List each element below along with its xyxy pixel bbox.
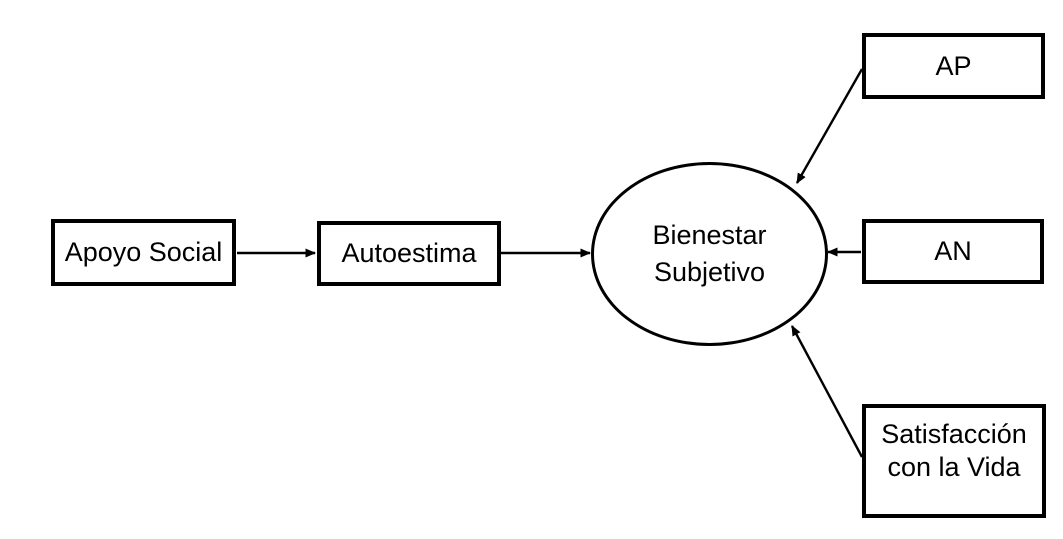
node-satisfaccion-con-la-vida: Satisfacción con la Vida: [862, 404, 1046, 518]
node-autoestima-label: Autoestima: [341, 238, 477, 268]
node-ap: AP: [862, 33, 1045, 99]
arrow-ap-to-bienestar: [795, 68, 864, 184]
node-an: AN: [862, 219, 1044, 284]
node-autoestima: Autoestima: [317, 221, 501, 286]
node-apoyo-social: Apoyo Social: [51, 219, 236, 286]
node-satisfaccion-label-line2: con la Vida: [887, 452, 1021, 482]
node-bienestar-subjetivo-label-line1: Bienestar: [652, 220, 767, 250]
node-satisfaccion-label-line1: Satisfacción: [881, 419, 1027, 449]
node-bienestar-subjetivo-label-line2: Subjetivo: [653, 257, 766, 287]
node-bienestar-subjetivo: Bienestar Subjetivo: [591, 162, 828, 346]
node-an-label: AN: [934, 236, 972, 266]
arrow-satisfaccion-to-bienestar: [790, 325, 864, 458]
node-apoyo-social-label: Apoyo Social: [64, 237, 223, 267]
node-ap-label: AP: [935, 50, 972, 81]
